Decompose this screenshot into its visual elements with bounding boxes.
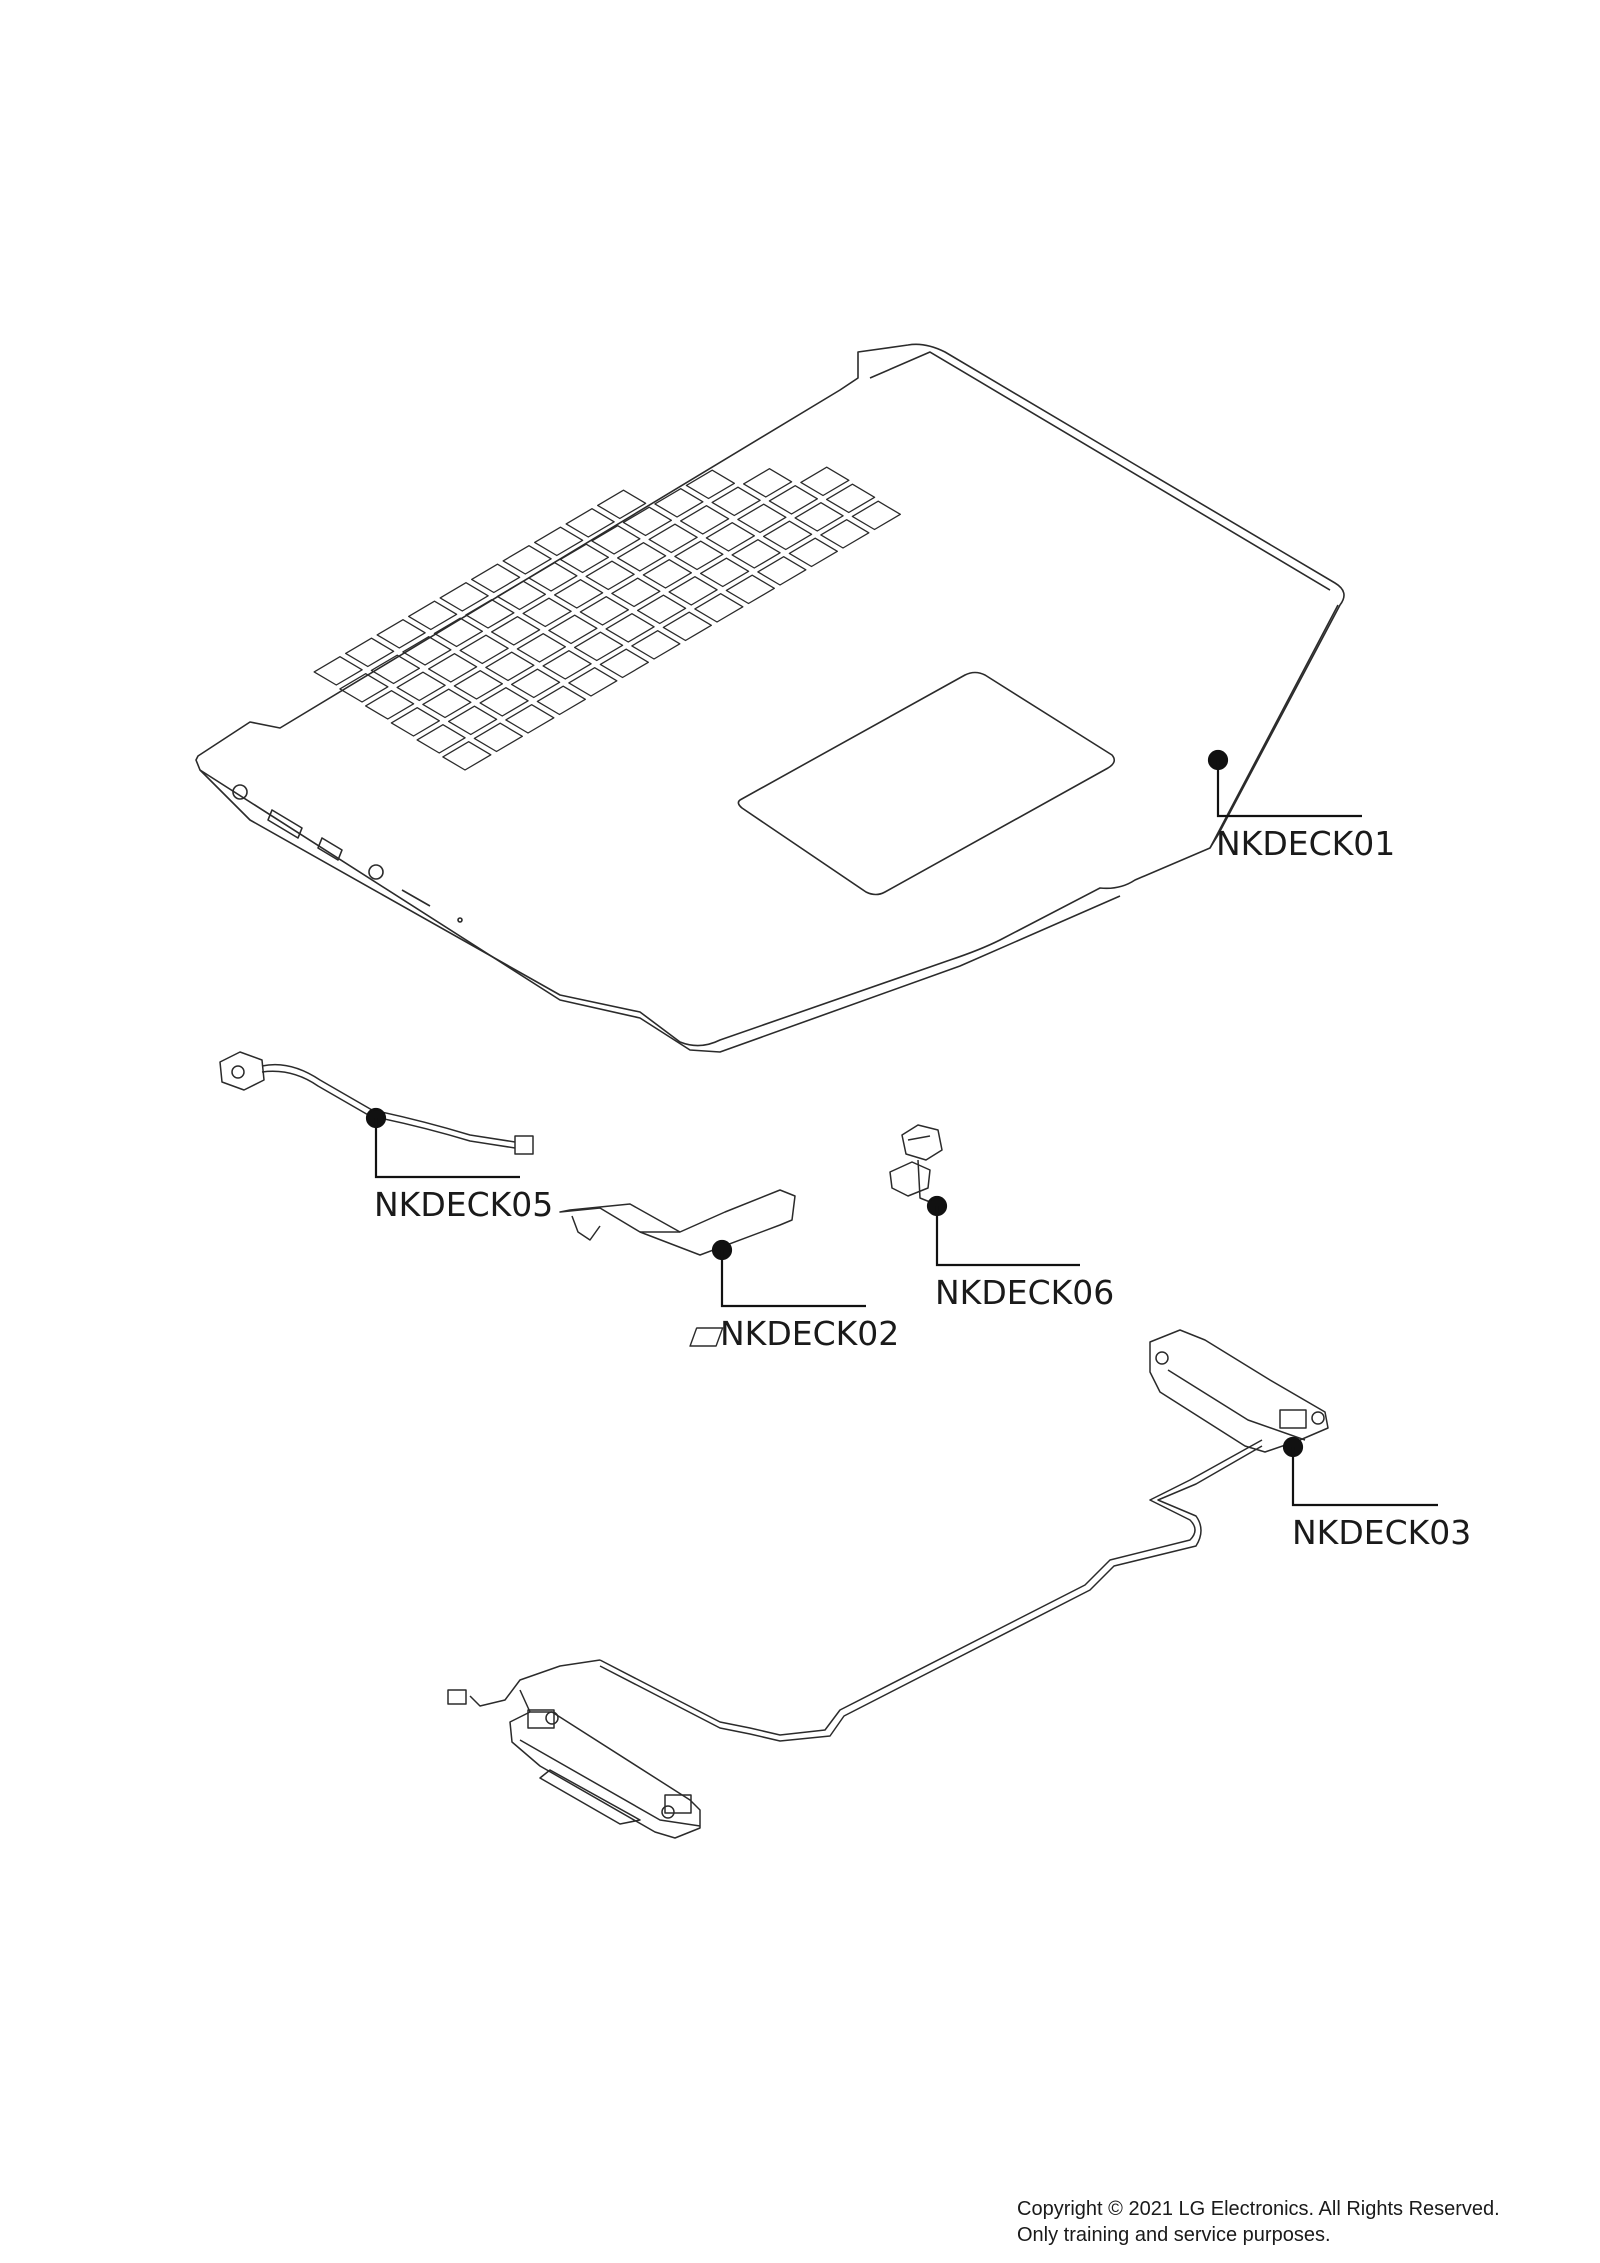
callout-label-nkdeck03: NKDECK03 xyxy=(1292,1513,1471,1552)
callout-leader-nkdeck03 xyxy=(1282,1436,1438,1507)
copyright-line: Copyright © 2021 LG Electronics. All Rig… xyxy=(1017,2198,1500,2220)
callout-label-nkdeck02: NKDECK02 xyxy=(720,1314,899,1353)
usage-note-line: Only training and service purposes. xyxy=(1017,2224,1331,2246)
speaker-assembly-part xyxy=(447,1327,1329,1839)
callout-label-nkdeck05: NKDECK05 xyxy=(374,1185,553,1224)
callout-label-nkdeck06: NKDECK06 xyxy=(935,1273,1114,1312)
callout-leader-nkdeck05 xyxy=(365,1107,520,1179)
top-case-keyboard-part xyxy=(195,343,1345,1053)
keyboard-keys xyxy=(313,466,901,771)
callout-leader-nkdeck01 xyxy=(1207,749,1362,818)
callout-leader-nkdeck02 xyxy=(711,1239,866,1308)
sensor-board-part xyxy=(889,1124,943,1207)
callout-label-nkdeck01: NKDECK01 xyxy=(1216,824,1395,863)
copyright-notice: Copyright © 2021 LG Electronics. All Rig… xyxy=(1017,2196,1500,2248)
flex-cable-part xyxy=(559,1189,796,1256)
callout-leader-nkdeck06 xyxy=(926,1195,1080,1267)
